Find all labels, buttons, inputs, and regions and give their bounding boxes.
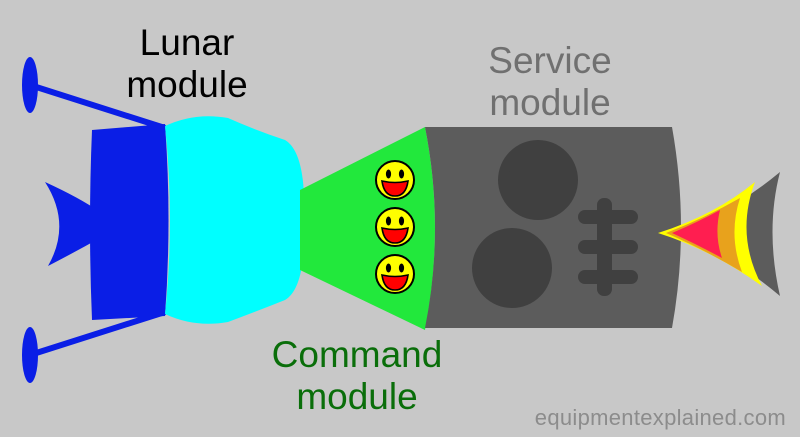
lunar-module-footpads [22, 57, 38, 383]
command-module-label: Command module [262, 334, 452, 418]
watermark: equipmentexplained.com [534, 405, 786, 430]
service-module-label-line2: module [489, 82, 611, 123]
smiley-face-icon [375, 254, 415, 294]
lunar-module-ascent-stage [165, 116, 304, 324]
lunar-module-label-line2: module [126, 64, 248, 105]
service-module-label: Service module [470, 40, 630, 124]
lunar-module-label-line1: Lunar [139, 22, 235, 63]
lunar-module-legs [29, 82, 166, 358]
lunar-module-descent-stage [90, 124, 169, 320]
service-module-engine-mount [578, 198, 638, 296]
engine-exhaust [658, 172, 780, 296]
command-module-label-line1: Command [271, 334, 443, 375]
service-module-label-line1: Service [488, 40, 612, 81]
lunar-module-nozzle [45, 182, 100, 266]
smiley-face-icon [375, 160, 415, 200]
command-module-label-line2: module [296, 376, 418, 417]
service-module-tanks [472, 140, 578, 308]
smiley-face-icon [375, 207, 415, 247]
lunar-module-label: Lunar module [112, 22, 262, 106]
astronaut-smileys [375, 160, 415, 294]
